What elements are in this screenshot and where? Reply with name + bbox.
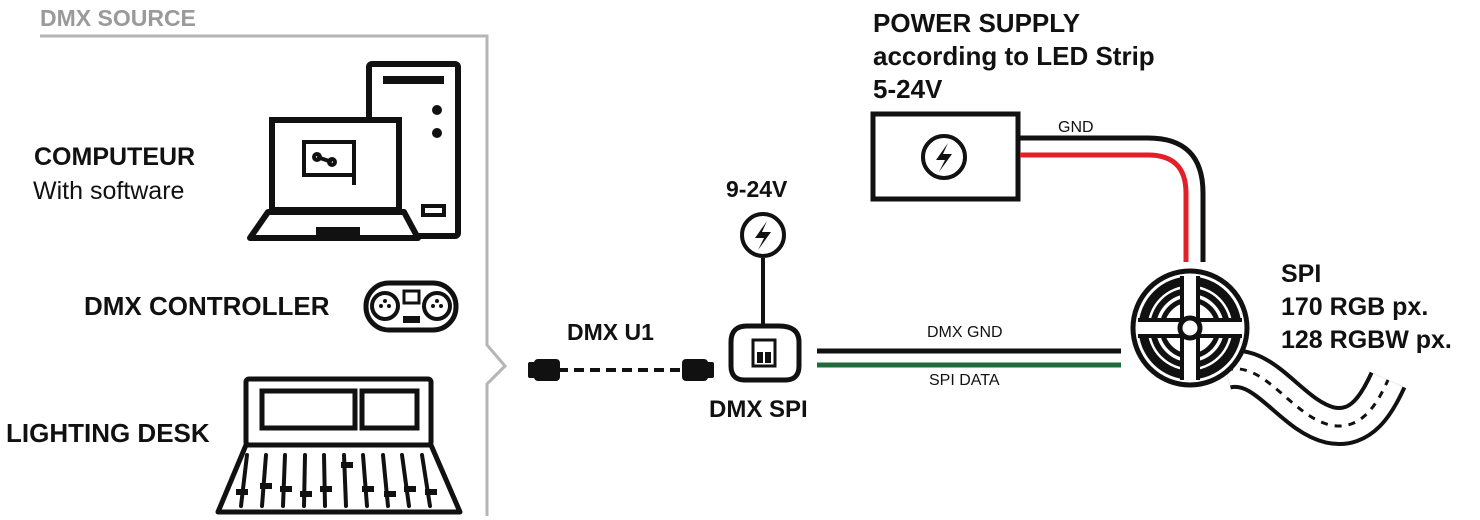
strip-rgbw-label: 128 RGBW px. (1281, 326, 1452, 354)
led-strip-tail (1221, 348, 1407, 446)
power-supply-title: POWER SUPPLY (873, 8, 1081, 38)
dmx-u1-label: DMX U1 (567, 319, 654, 345)
dmx-gnd-label: DMX GND (927, 324, 1003, 341)
power-supply-voltage: 5-24V (873, 74, 943, 104)
spi-data-label: SPI DATA (929, 372, 1000, 389)
dmx-u1-cable (528, 359, 714, 381)
network-card-icon (302, 140, 356, 185)
computer-subtitle: With software (33, 177, 185, 205)
dmx-source-title: DMX SOURCE (40, 5, 196, 31)
xlr-connector-icon (528, 359, 560, 381)
dmx-controller-label: DMX CONTROLLER (84, 291, 330, 321)
power-gnd-label: GND (1058, 119, 1094, 136)
dmx-spi-label: DMX SPI (709, 396, 808, 423)
dmx-controller-icon (363, 280, 459, 333)
device-voltage-label: 9-24V (726, 176, 788, 202)
lighting-desk-label: LIGHTING DESK (6, 418, 210, 448)
strip-type-label: SPI (1281, 260, 1322, 288)
strip-rgb-label: 170 RGB px. (1281, 293, 1429, 321)
dmx-source-bracket (40, 34, 508, 516)
power-positive-wire (1020, 152, 1189, 262)
computer-title: COMPUTEUR (34, 143, 196, 171)
lighting-desk-icon (215, 376, 463, 515)
power-supply-icon (870, 111, 1021, 202)
power-supply-note: according to LED Strip (873, 41, 1155, 71)
laptop-icon (247, 117, 421, 241)
power-bolt-icon (740, 212, 786, 258)
power-gnd-wire (1020, 135, 1206, 262)
led-strip-reel-icon (1130, 268, 1250, 388)
xlr-connector-icon (682, 359, 714, 381)
dmx-spi-device-icon (728, 323, 802, 383)
